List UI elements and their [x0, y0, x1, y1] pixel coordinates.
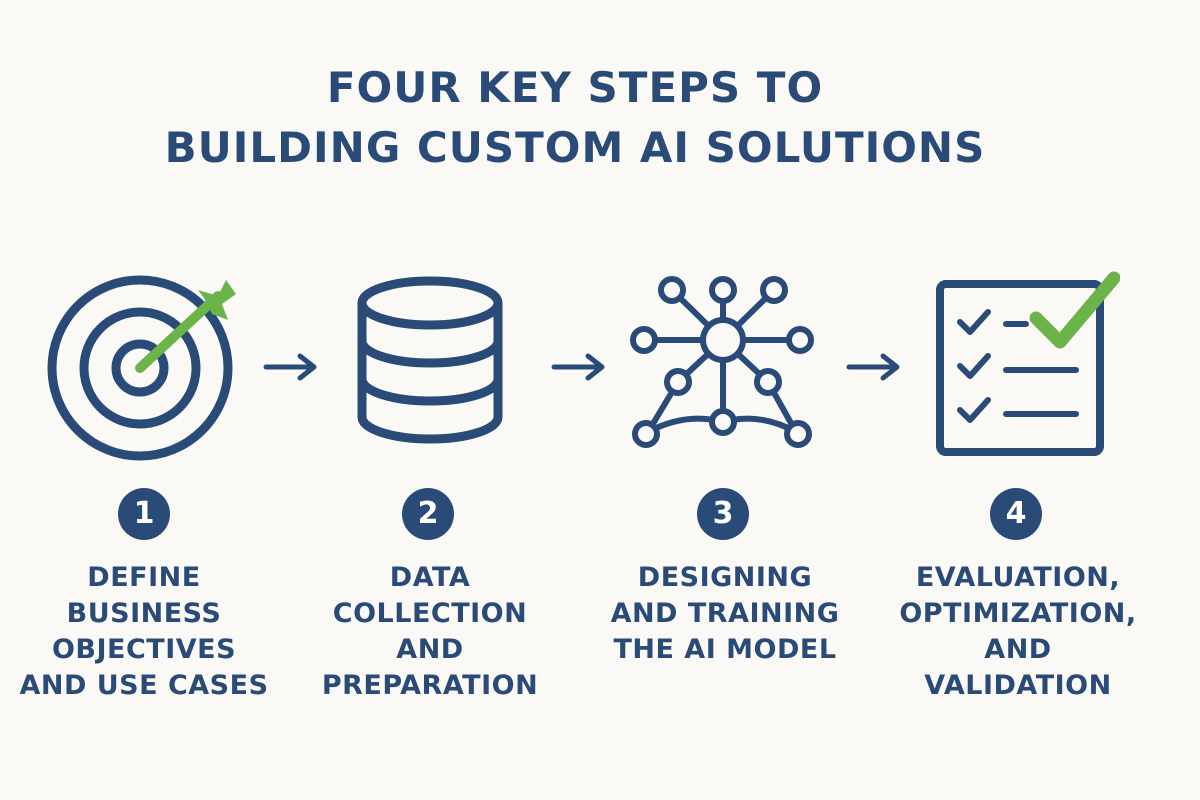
step-4-label-line: OPTIMIZATION, — [899, 598, 1137, 629]
step-1-number-badge: 1 — [118, 488, 170, 540]
step-3-label-line: THE AI MODEL — [613, 634, 837, 665]
step-1-label: DEFINE BUSINESS OBJECTIVES AND USE CASES — [4, 560, 284, 704]
step-3-label-line: DESIGNING — [637, 562, 813, 593]
target-icon — [47, 275, 236, 461]
step-3-label: DESIGNING AND TRAINING THE AI MODEL — [585, 560, 865, 668]
step-2-label: DATA COLLECTION AND PREPARATION — [290, 560, 570, 704]
step-1-label-line: OBJECTIVES — [51, 634, 237, 665]
title-line-1: FOUR KEY STEPS TO — [326, 63, 824, 112]
title-line-2: BUILDING CUSTOM AI SOLUTIONS — [164, 123, 986, 172]
step-4-number-badge: 4 — [990, 488, 1042, 540]
step-2-label-line: PREPARATION — [321, 670, 539, 701]
step-2-label-line: AND — [396, 634, 464, 665]
step-2-label-line: DATA — [389, 562, 471, 593]
neural-network-icon — [630, 276, 814, 448]
step-3-label-line: AND TRAINING — [610, 598, 840, 629]
arrow-right-icon — [263, 353, 317, 381]
step-4-label-line: VALIDATION — [924, 670, 1112, 701]
step-4-label-line: AND — [984, 634, 1052, 665]
page-title: FOUR KEY STEPS TO BUILDING CUSTOM AI SOL… — [0, 58, 1150, 178]
step-3-number-badge: 3 — [697, 488, 749, 540]
checklist-icon — [936, 271, 1120, 456]
arrow-right-icon — [846, 353, 900, 381]
arrow-right-icon — [551, 353, 605, 381]
step-1-label-line: AND USE CASES — [19, 670, 269, 701]
step-4-label-line: EVALUATION, — [915, 562, 1121, 593]
step-1-label-line: DEFINE — [87, 562, 201, 593]
step-2-label-line: COLLECTION — [332, 598, 528, 629]
step-2-number-badge: 2 — [402, 488, 454, 540]
step-4-label: EVALUATION, OPTIMIZATION, AND VALIDATION — [878, 560, 1158, 704]
database-icon — [357, 276, 503, 444]
step-1-label-line: BUSINESS — [66, 598, 222, 629]
